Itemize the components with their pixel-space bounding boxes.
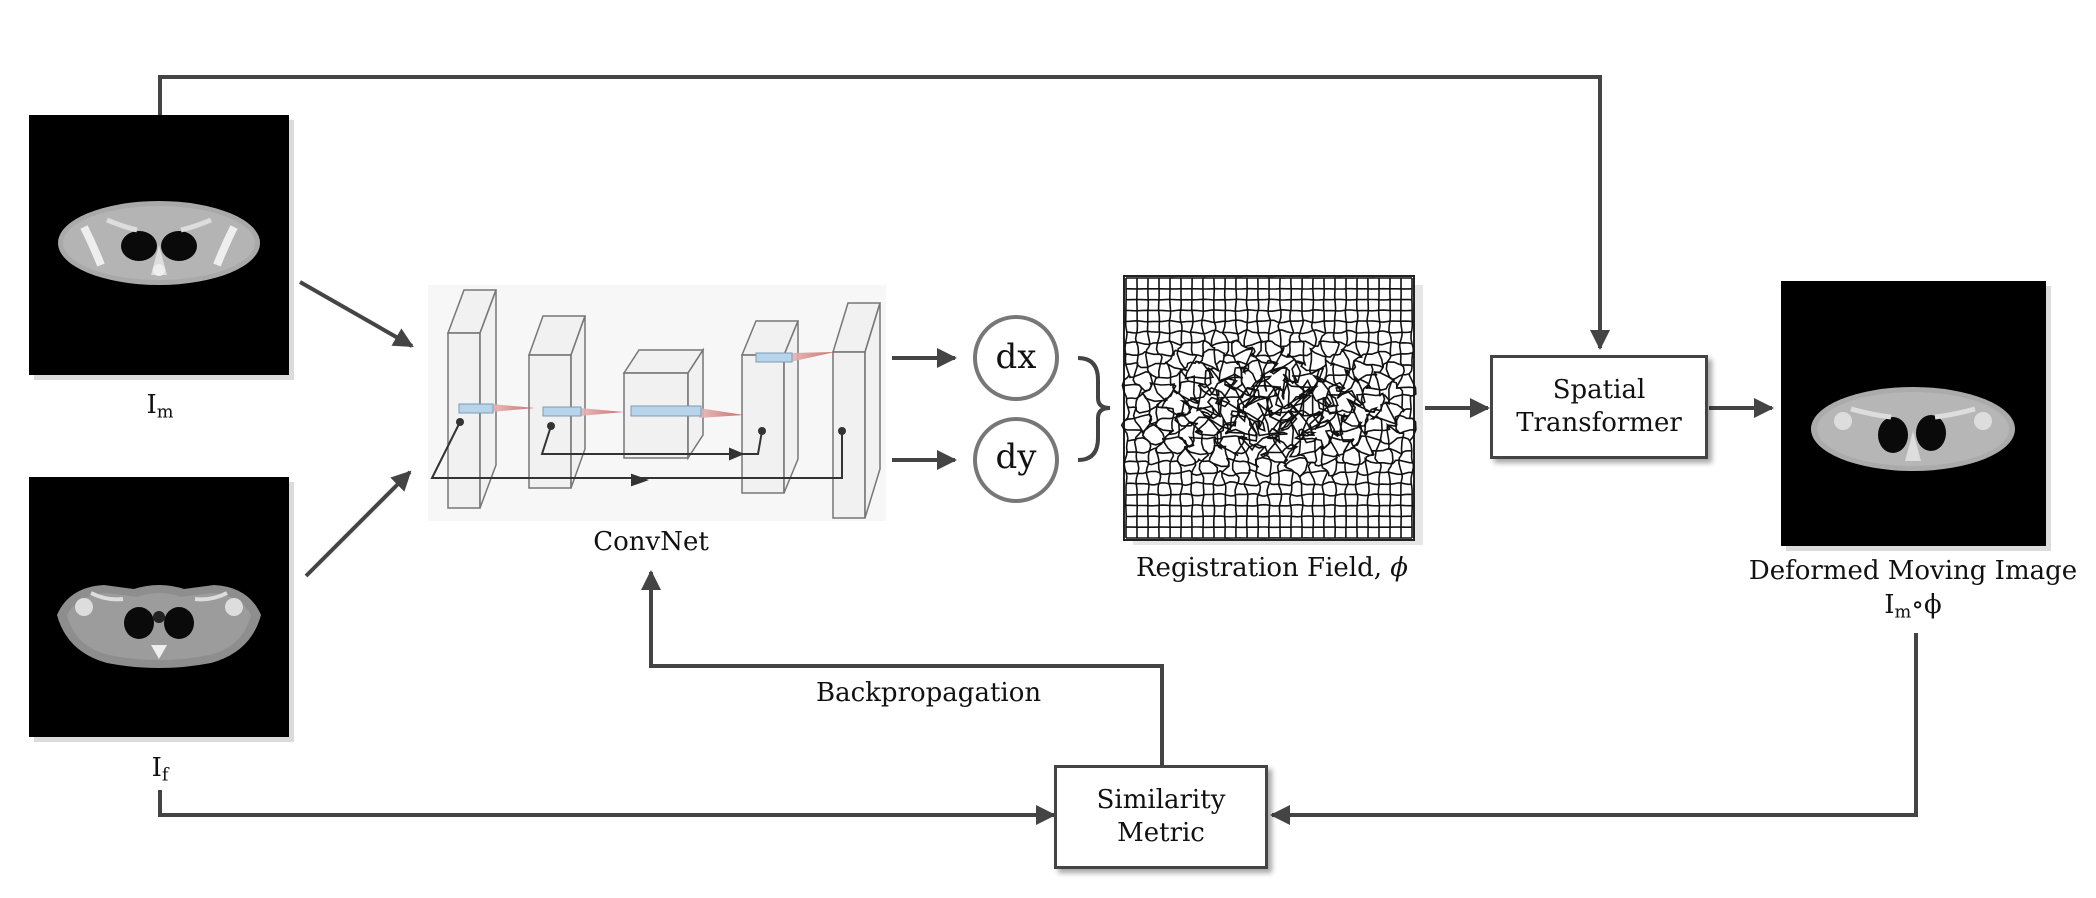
moving-image-symbol: I	[146, 390, 157, 420]
arrow-backpropagation	[641, 570, 1164, 765]
convnet-diagram	[428, 285, 886, 521]
conv-layer-1	[446, 289, 498, 509]
moving-image-subscript: m	[156, 402, 174, 423]
similarity-metric-line2: Metric	[1117, 818, 1205, 848]
registration-field-text: Registration Field,	[1135, 553, 1391, 583]
arrows	[158, 75, 1918, 825]
spatial-transformer-line1: Spatial	[1552, 375, 1646, 405]
arrow-deformed-to-similarity	[1270, 633, 1918, 825]
fixed-image-symbol: I	[151, 753, 162, 783]
conv-layer-2	[527, 315, 587, 489]
conv-kernels	[458, 352, 835, 418]
deformed-formula-subscript: m	[1894, 602, 1912, 623]
fixed-ct-image	[29, 477, 294, 742]
similarity-metric-line1: Similarity	[1096, 785, 1226, 815]
arrow-moving-to-convnet	[299, 280, 414, 348]
phi-symbol: ϕ	[1390, 553, 1409, 583]
arrow-moving-to-transformer	[158, 75, 1610, 350]
skip-connections	[430, 421, 843, 487]
fixed-image-subscript: f	[161, 765, 169, 786]
moving-ct-image	[29, 115, 294, 380]
arrow-fixed-to-similarity	[158, 790, 1056, 825]
fixed-image-label: If	[152, 753, 169, 785]
moving-image-label: Im	[146, 390, 173, 422]
similarity-metric-box: Similarity Metric	[1054, 765, 1268, 869]
convnet-label: ConvNet	[593, 527, 709, 557]
arrow-fixed-to-convnet	[304, 470, 412, 578]
conv-layer-4	[740, 320, 800, 494]
dx-label: dx	[995, 337, 1037, 377]
dy-label: dy	[995, 437, 1037, 477]
dx-node	[973, 315, 1059, 401]
deformed-formula-composition: ∘ϕ	[1911, 590, 1942, 620]
conv-layer-3	[622, 347, 705, 461]
deformed-ct-image	[1781, 281, 2051, 551]
dy-node	[973, 417, 1059, 503]
registration-field-label: Registration Field, ϕ	[1136, 553, 1408, 583]
deformed-image-formula: Im∘ϕ	[1884, 590, 1942, 622]
registration-field-grid	[1120, 275, 1423, 545]
conv-layer-5	[831, 302, 882, 519]
deformed-formula-symbol: I	[1884, 590, 1895, 620]
spatial-transformer-box: Spatial Transformer	[1490, 355, 1708, 459]
brace	[1077, 356, 1111, 462]
spatial-transformer-line2: Transformer	[1516, 408, 1682, 438]
deformed-image-label: Deformed Moving Image	[1748, 556, 2078, 586]
backpropagation-label: Backpropagation	[816, 678, 1042, 708]
